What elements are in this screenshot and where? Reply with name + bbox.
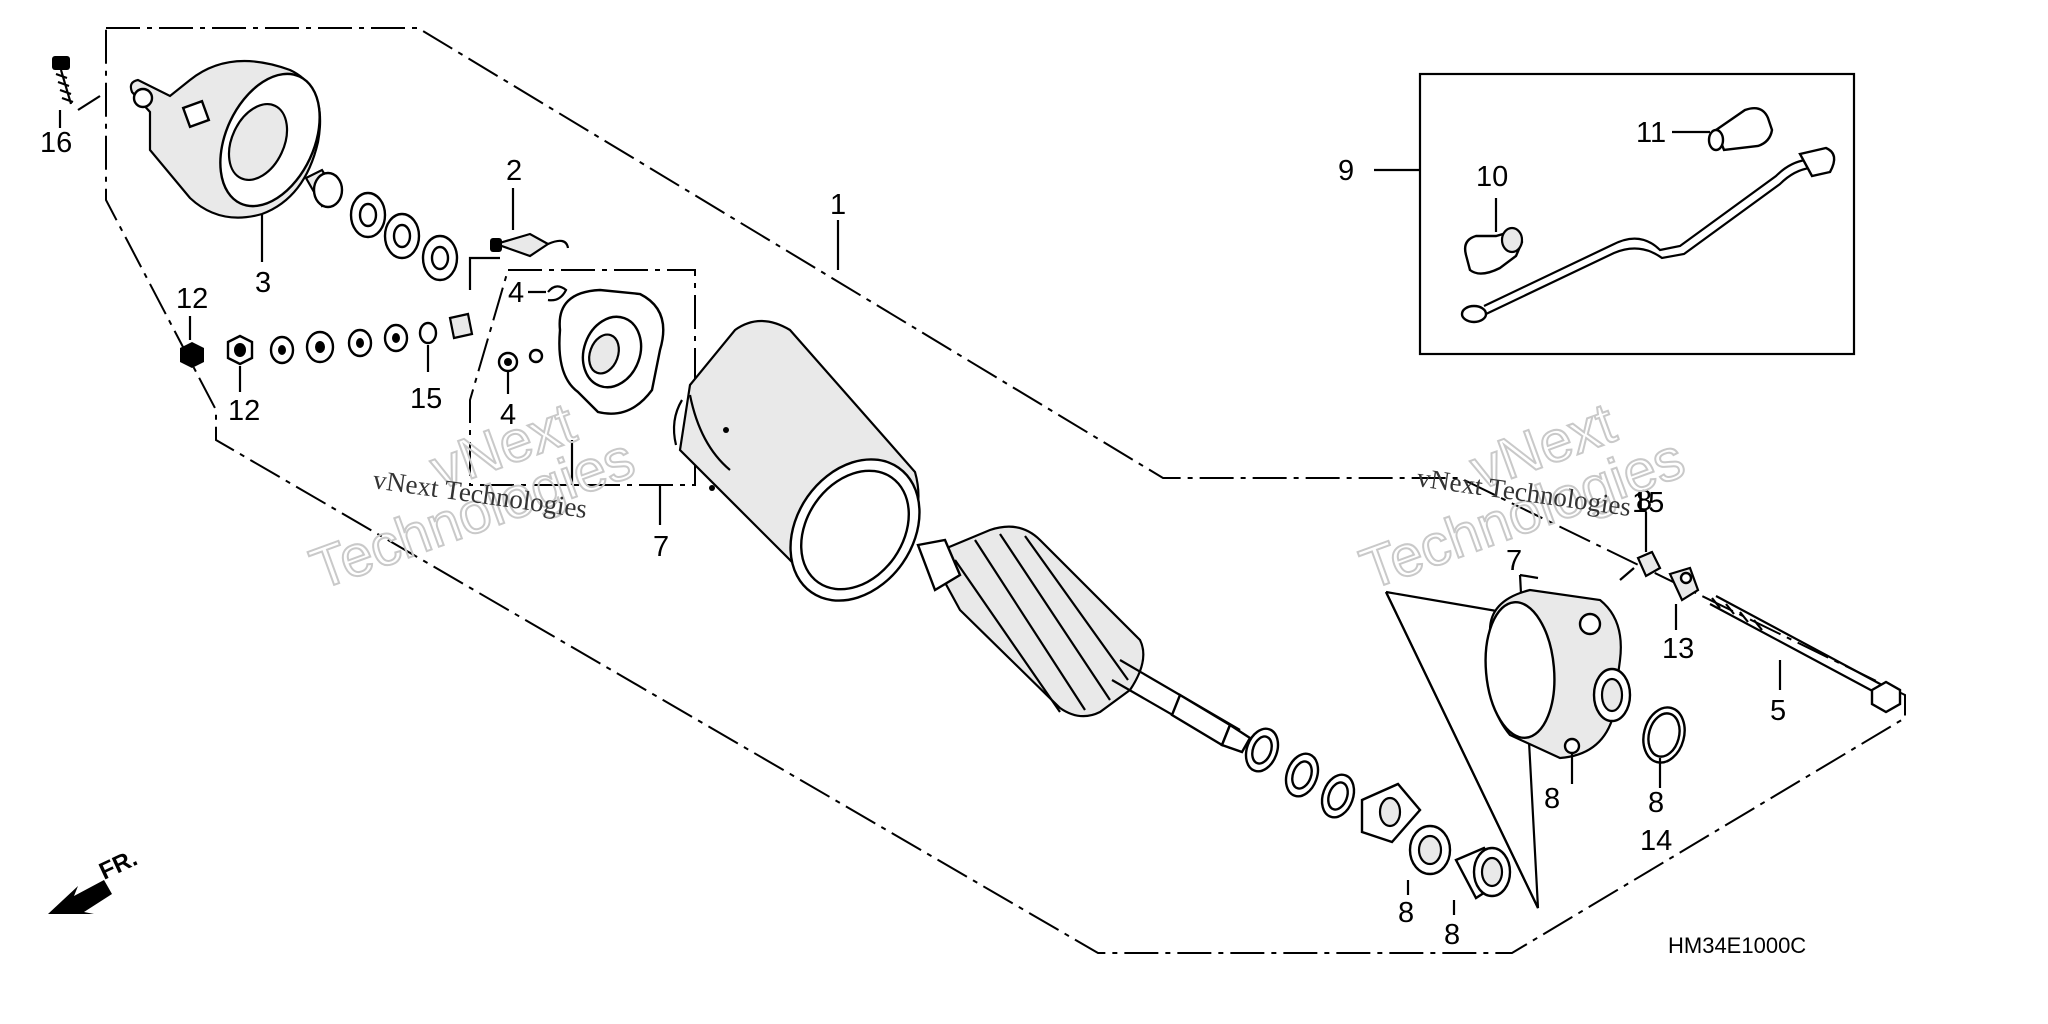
callout-12-top: 12 (176, 283, 208, 315)
callout-7-left: 7 (653, 531, 669, 563)
callout-4-top: 4 (508, 277, 524, 309)
bearings (1408, 824, 1512, 900)
front-direction-label: FR. (95, 845, 141, 886)
watermark-right: vNext Technologies vNext Technologies (1351, 389, 1693, 603)
watermark-left: vNext Technologies vNext Technologies (301, 389, 643, 603)
front-cover (129, 60, 322, 219)
callout-2: 2 (506, 155, 522, 187)
callout-1: 1 (830, 189, 846, 221)
callout-3: 3 (255, 267, 271, 299)
callout-7-right: 7 (1506, 545, 1522, 577)
starter-cable (1460, 146, 1836, 324)
front-direction-arrow-icon (48, 880, 112, 914)
callout-labels: 1 2 3 4 4 5 7 7 8 8 8 8 8 9 10 11 12 12 … (40, 117, 1786, 951)
rear-cover (1484, 588, 1632, 760)
callout-8-bearing: 8 (1398, 897, 1414, 929)
callout-8-seal: 8 (1444, 919, 1460, 951)
yoke-housing (672, 319, 921, 602)
cable-kit-box (1418, 72, 1856, 356)
diagram-code: HM34E1000C (1668, 933, 1806, 958)
through-bolt (1709, 595, 1902, 714)
callout-8-rear-cover: 8 (1544, 783, 1560, 815)
callout-11: 11 (1636, 117, 1666, 149)
terminal-hardware (180, 256, 500, 368)
armature (916, 525, 1252, 754)
brush-holder (497, 285, 665, 415)
callout-16: 16 (40, 127, 72, 159)
callout-8-o-ring: 8 (1648, 787, 1664, 819)
callout-8-upper: 8 (1636, 485, 1652, 517)
callout-4-bottom: 4 (500, 399, 516, 431)
washer-and-clamp (1636, 550, 1700, 602)
callout-15-right: 15 (1632, 487, 1664, 519)
callout-14: 14 (1640, 825, 1672, 857)
terminal-boot-cap (1707, 107, 1774, 152)
callout-12-bottom: 12 (228, 395, 260, 427)
mounting-bolt (52, 56, 101, 111)
brush-holder-outline (469, 269, 696, 486)
shim-washers (1244, 727, 1422, 844)
callout-9: 9 (1338, 155, 1354, 187)
leader-lines (58, 110, 1782, 915)
callout-15-left: 15 (410, 383, 442, 415)
cover-washers (304, 168, 459, 282)
assembly-outline (105, 27, 1906, 954)
terminal-bolt (490, 232, 570, 258)
callout-13: 13 (1662, 633, 1694, 665)
callout-5: 5 (1770, 695, 1786, 727)
callout-10: 10 (1476, 161, 1508, 193)
o-ring (1642, 706, 1686, 764)
cable-boot (1463, 226, 1524, 275)
